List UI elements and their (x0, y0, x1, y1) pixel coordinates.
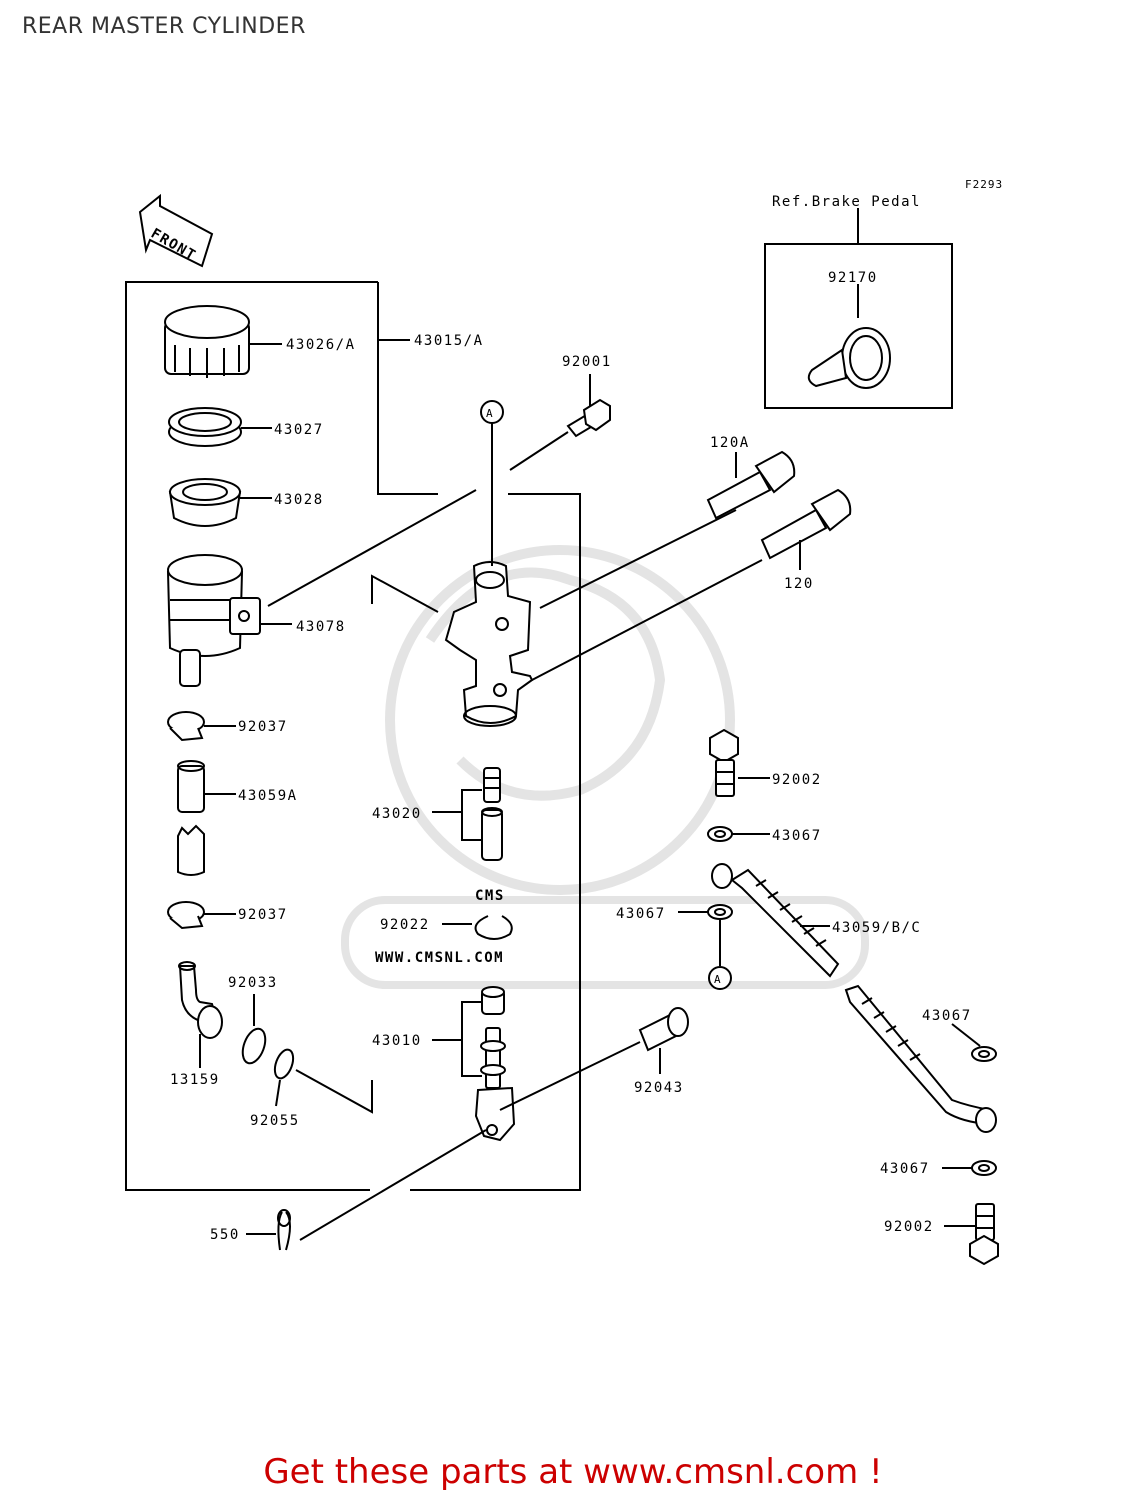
clevis-pin-92043 (499, 1007, 689, 1111)
hose-clamp-upper (167, 711, 236, 742)
ref-brake-pedal-label: Ref.Brake Pedal (772, 194, 921, 210)
footer-link[interactable]: Get these parts at www.cmsnl.com ! (263, 1452, 883, 1492)
label-92002-upper: 92002 (772, 772, 822, 788)
label-120a: 120A (710, 435, 750, 451)
exploded-parts-diagram: CMS WWW.CMSNL.COM F2293 FRONT (125, 178, 1003, 1266)
hose-clamp-lower (167, 901, 236, 930)
page-title: REAR MASTER CYLINDER (22, 14, 306, 39)
ref-marker-a-top-label: A (486, 407, 494, 420)
label-92170: 92170 (828, 270, 878, 286)
label-43067-upper: 43067 (772, 828, 822, 844)
ref-marker-a-bottom-label: A (714, 973, 722, 986)
brake-pedal-ref-box (764, 208, 953, 409)
brake-hose-43059 (711, 863, 997, 1133)
master-cylinder-body (371, 422, 763, 727)
part-labels: Ref.Brake Pedal 92170 43026/A 43015/A 92… (170, 194, 972, 1243)
bolt-92001 (509, 374, 611, 471)
reservoir-tank (166, 489, 477, 687)
label-120: 120 (784, 576, 814, 592)
washer-lower-2 (942, 1160, 997, 1176)
label-43015a: 43015/A (414, 333, 484, 349)
label-92033: 92033 (228, 975, 278, 991)
label-43059bc: 43059/B/C (832, 920, 921, 936)
reservoir-cap (164, 305, 282, 378)
label-92037-upper: 92037 (238, 719, 288, 735)
label-43059a: 43059A (238, 788, 298, 804)
ref-marker-a-top: A (480, 400, 504, 424)
label-43067-lower-2: 43067 (880, 1161, 930, 1177)
bolt-120 (760, 488, 852, 570)
snap-ring-92022 (442, 915, 513, 940)
label-43067-middle: 43067 (616, 906, 666, 922)
label-43028: 43028 (274, 492, 324, 508)
banjo-bolt-lower (944, 1203, 999, 1266)
label-43020: 43020 (372, 806, 422, 822)
washer-lower-1 (951, 1023, 997, 1062)
front-arrow-icon: FRONT (138, 193, 214, 268)
washer-middle (678, 904, 733, 966)
label-43067-lower-1: 43067 (922, 1008, 972, 1024)
label-92022: 92022 (380, 917, 430, 933)
watermark-brand: CMS (475, 888, 505, 904)
label-43027: 43027 (274, 422, 324, 438)
hose-elbow-fitting (178, 961, 223, 1068)
diaphragm (168, 478, 272, 527)
label-92002-lower: 92002 (884, 1219, 934, 1235)
o-ring-92055 (273, 1048, 373, 1114)
label-550: 550 (210, 1227, 240, 1243)
label-92055: 92055 (250, 1113, 300, 1129)
watermark-url: WWW.CMSNL.COM (375, 950, 504, 966)
cotter-pin-550 (246, 1129, 487, 1251)
cmsnl-watermark: CMS WWW.CMSNL.COM (341, 545, 869, 989)
label-43010: 43010 (372, 1033, 422, 1049)
figure-code: F2293 (965, 178, 1003, 191)
label-92001: 92001 (562, 354, 612, 370)
kit-outline-43015 (125, 281, 581, 1191)
label-92043: 92043 (634, 1080, 684, 1096)
label-13159: 13159 (170, 1072, 220, 1088)
reservoir-hose (177, 760, 236, 876)
label-43078: 43078 (296, 619, 346, 635)
piston-spring-kit (432, 767, 503, 861)
ref-marker-a-bottom: A (708, 966, 732, 990)
snap-ring-92033 (241, 994, 267, 1065)
label-43026a: 43026/A (286, 337, 356, 353)
diaphragm-plate (168, 407, 272, 447)
label-92037-lower: 92037 (238, 907, 288, 923)
banjo-bolt-upper (709, 728, 770, 797)
bolt-120a (706, 450, 796, 520)
push-rod-kit (432, 986, 516, 1142)
washer-upper (707, 826, 770, 842)
